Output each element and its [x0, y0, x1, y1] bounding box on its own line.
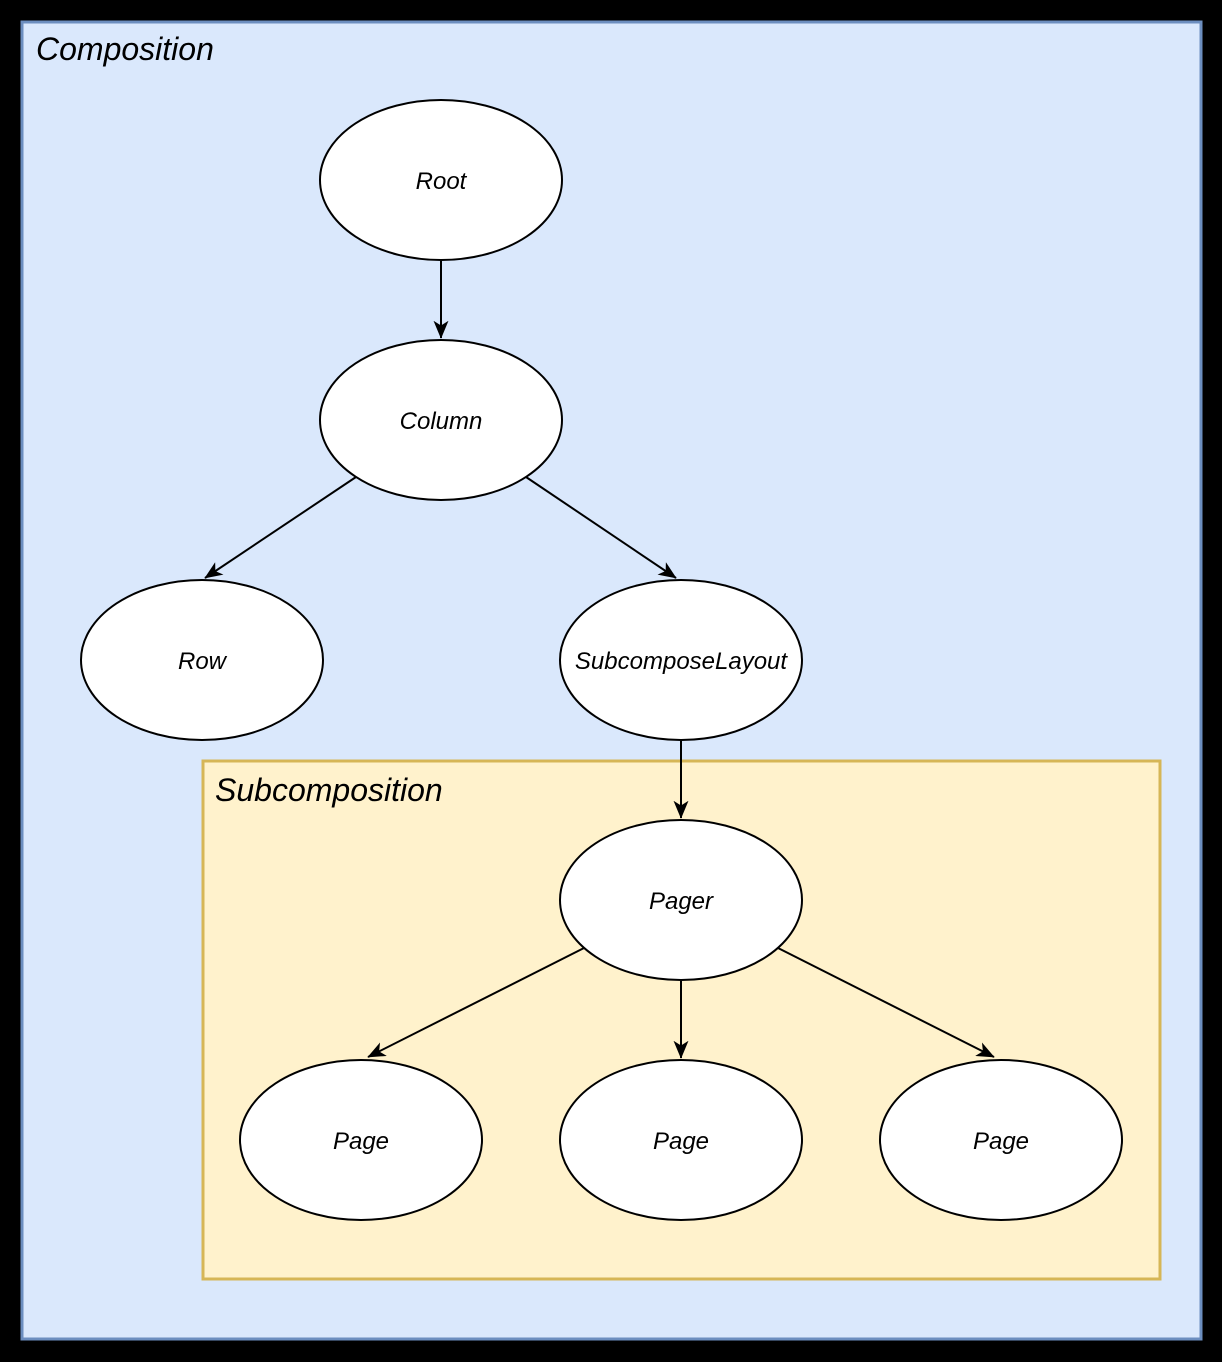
subcomposition-label: Subcomposition: [215, 772, 443, 808]
node-page-1-ellipse: [239, 1059, 483, 1221]
node-column: Column: [319, 339, 563, 501]
edge-layer: [204, 261, 995, 1059]
node-page-3: Page: [879, 1059, 1123, 1221]
node-column-ellipse: [319, 339, 563, 501]
node-row: Row: [80, 579, 324, 741]
node-pager-label: Pager: [649, 888, 714, 915]
node-subcomposelayout: SubcomposeLayout: [559, 579, 803, 741]
node-row-ellipse: [80, 579, 324, 741]
composition-label: Composition: [36, 31, 214, 67]
node-page-2: Page: [559, 1059, 803, 1221]
node-pager-ellipse: [559, 819, 803, 981]
edge-column-subcomposelayout: [525, 476, 677, 579]
node-page-3-label: Page: [973, 1128, 1029, 1155]
node-root-ellipse: [319, 99, 563, 261]
edge-pager-page-1: [367, 947, 585, 1058]
node-column-label: Column: [400, 408, 483, 435]
node-root: Root: [319, 99, 563, 261]
node-page-2-label: Page: [653, 1128, 709, 1155]
node-page-1-label: Page: [333, 1128, 389, 1155]
node-row-label: Row: [178, 648, 228, 675]
node-subcomposelayout-ellipse: [559, 579, 803, 741]
node-pager: Pager: [559, 819, 803, 981]
node-subcomposelayout-label: SubcomposeLayout: [575, 648, 788, 675]
node-page-3-ellipse: [879, 1059, 1123, 1221]
edge-pager-page-3: [777, 947, 995, 1058]
node-page-2-ellipse: [559, 1059, 803, 1221]
node-page-1: Page: [239, 1059, 483, 1221]
edge-column-row: [204, 476, 357, 579]
node-root-label: Root: [416, 168, 468, 195]
